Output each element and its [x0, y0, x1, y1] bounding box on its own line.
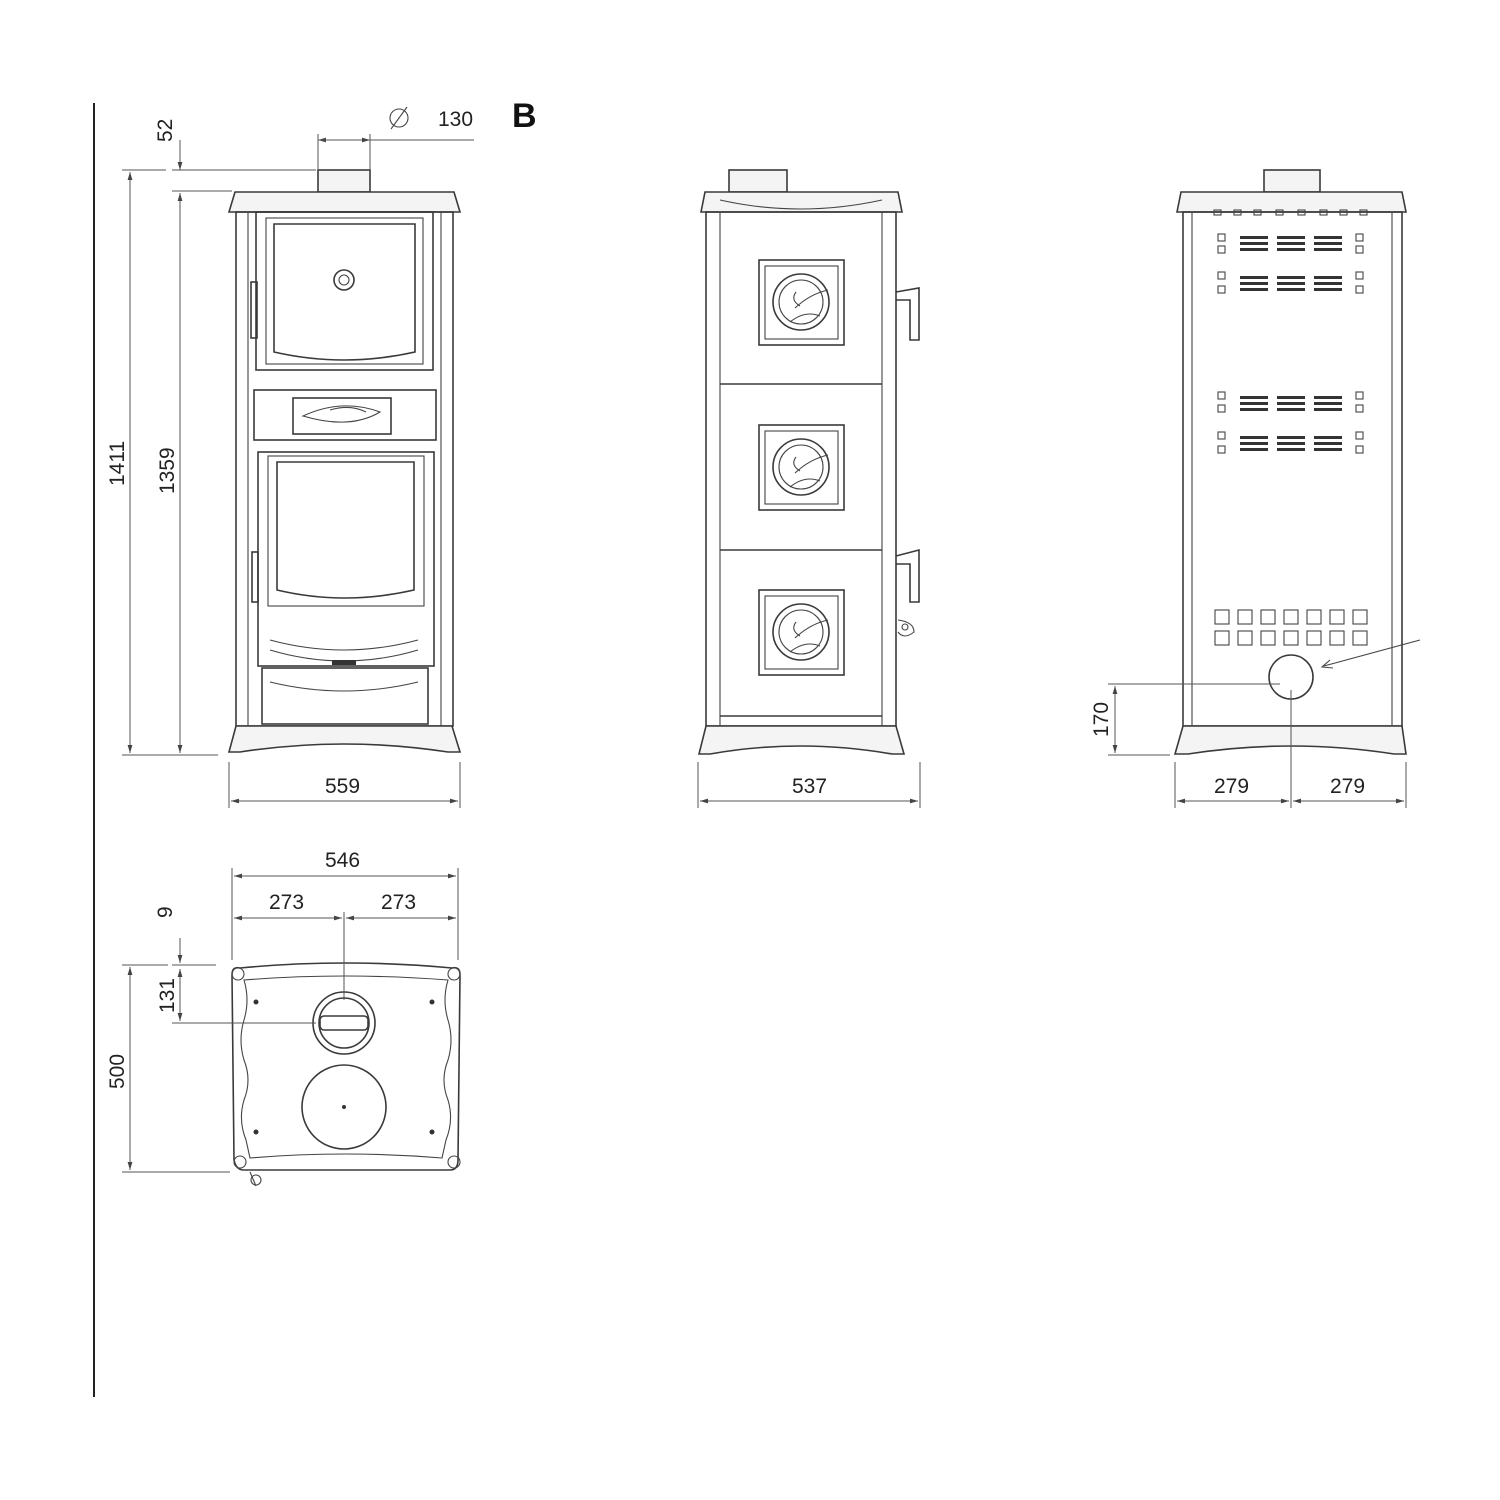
side-handle-bottom — [895, 548, 920, 603]
front-view — [227, 169, 462, 753]
oven-thermometer-icon — [333, 269, 355, 291]
top-offset-label: 9 — [154, 906, 177, 918]
side-tile-2 — [758, 424, 845, 511]
swallow-emblem-icon — [301, 405, 382, 423]
oven-handle — [250, 281, 258, 339]
diameter-symbol-icon — [389, 108, 409, 128]
swallow-emblem-icon — [789, 619, 829, 653]
oven-door — [255, 211, 434, 371]
top-flue-outlet — [312, 991, 376, 1055]
rear-half-right-label: 279 — [1330, 775, 1365, 798]
rear-half-left-label: 279 — [1214, 775, 1249, 798]
rear-vent-group-lower — [1217, 391, 1364, 454]
swallow-emblem-icon — [789, 289, 829, 323]
top-dimensions: 546 273 273 9 131 500 — [106, 849, 459, 1173]
top-outline — [231, 962, 461, 1171]
fire-door-handle — [251, 551, 259, 603]
inlet-height-label: 170 — [1090, 702, 1113, 737]
oven-window — [273, 223, 416, 361]
side-tile-3 — [758, 589, 845, 676]
flue-height-label: 52 — [154, 119, 177, 142]
side-depth-label: 537 — [792, 775, 827, 798]
front-base — [227, 725, 462, 753]
top-width-label: 546 — [325, 849, 360, 872]
top-depth-label: 500 — [106, 1054, 129, 1089]
rear-view — [1173, 169, 1421, 755]
top-half-right-label: 273 — [381, 891, 416, 914]
ash-drawer — [261, 667, 429, 725]
section-marker: B — [512, 97, 537, 135]
flue-offset-label: 131 — [156, 978, 179, 1013]
front-width-label: 559 — [325, 775, 360, 798]
body-height-label: 1359 — [156, 447, 179, 494]
side-body — [705, 211, 897, 727]
swallow-emblem-icon — [789, 454, 829, 488]
side-base — [697, 725, 906, 755]
side-handle-top — [895, 287, 920, 341]
fire-door — [257, 451, 435, 667]
side-dimensions: 537 — [697, 762, 921, 808]
front-dimensions: 130 52 1411 1359 559 — [106, 106, 474, 808]
front-flue-pipe — [317, 169, 371, 193]
front-top-plate — [227, 191, 462, 213]
flue-diameter-label: 130 — [438, 108, 473, 131]
top-hotplate — [301, 1064, 387, 1150]
rear-top-slots — [1213, 209, 1368, 216]
side-flue-pipe — [728, 169, 788, 193]
rear-square-grid — [1214, 609, 1368, 646]
middle-panel — [253, 389, 437, 441]
total-height-label: 1411 — [106, 441, 129, 486]
rear-vent-group-upper — [1217, 233, 1364, 294]
top-half-left-label: 273 — [269, 891, 304, 914]
top-view — [231, 962, 461, 1187]
side-tile-1 — [758, 259, 845, 346]
rear-flue-pipe — [1263, 169, 1321, 193]
side-view — [697, 169, 920, 755]
rear-dimensions: 170 279 279 — [1090, 683, 1407, 808]
fire-window — [276, 461, 415, 599]
